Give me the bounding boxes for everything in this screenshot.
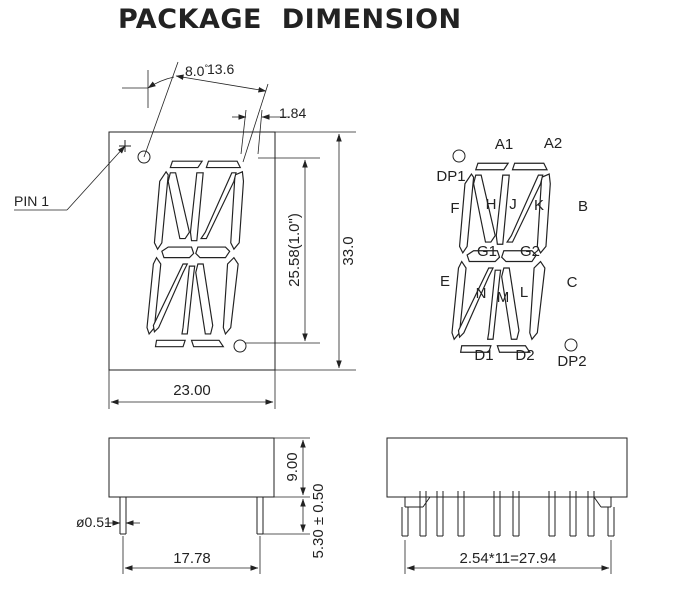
dim-13-6-line (175, 74, 267, 93)
package-outline (108, 131, 276, 371)
side-body (108, 437, 275, 498)
pin1-leader (66, 145, 126, 211)
dim-pin-length: 5.30 ± 0.50 (310, 484, 327, 559)
pin (548, 491, 556, 537)
dp2-dot (233, 339, 247, 353)
front-digit-segments (146, 160, 245, 348)
dim-pin-diameter: ø0.51 (76, 514, 112, 530)
pin (569, 491, 577, 537)
dim-segment-width: 1.84 (279, 105, 306, 121)
dim-total-height: 33.0 (340, 236, 357, 265)
side-view: 9.00 5.30 ± 0.50 ø0.51 17.78 (76, 437, 327, 574)
pin-view-body (386, 437, 628, 498)
pin (401, 507, 409, 537)
dim-top-offset: 13.6 (207, 61, 234, 77)
dim-total-width: 23.00 (173, 382, 211, 399)
pin (607, 507, 615, 537)
seg-label-e: E (440, 273, 450, 290)
seg-label-j: J (509, 196, 517, 213)
pin (419, 491, 427, 537)
pin (436, 491, 444, 537)
page-title: PACKAGE DIMENSION (118, 4, 462, 35)
segment-map: A1 A2 B C D1 D2 E F G1 G2 H J K L M N DP… (436, 135, 588, 370)
seg-label-dp2: DP2 (557, 353, 586, 370)
pin-view: 2.54*11=27.94 (386, 437, 628, 574)
angle-arc (147, 76, 175, 89)
front-view: 8.0° 13.6 1.84 PIN 1 25.58(1.0") 33.0 23… (14, 61, 357, 409)
pin (512, 491, 520, 537)
dim-digit-height: 25.58(1.0") (286, 213, 303, 287)
dim-pin-span: 2.54*11=27.94 (460, 550, 557, 567)
map-digit-segments (451, 162, 551, 353)
seg-label-g1: G1 (477, 243, 497, 260)
pin (493, 491, 501, 537)
pin (457, 491, 465, 537)
pin-view-pins (401, 491, 615, 537)
map-dp1-dot (452, 149, 466, 163)
seg-label-c: C (567, 274, 578, 291)
dp1-dot (137, 150, 151, 164)
angle-value: 8.0° (185, 63, 208, 79)
seg-label-d2: D2 (515, 347, 534, 364)
seg-label-n: N (476, 285, 487, 302)
map-dp2-dot (564, 338, 578, 352)
seg-label-a2: A2 (544, 135, 562, 152)
side-pins (119, 497, 264, 535)
seg-label-h: H (486, 196, 497, 213)
slant-extension-right (242, 83, 269, 163)
seg-label-a1: A1 (495, 136, 513, 153)
seg-label-l: L (520, 284, 528, 301)
dim-depth: 9.00 (284, 452, 301, 481)
dim-row-spacing: 17.78 (173, 550, 211, 567)
slant-extension-left (143, 61, 179, 158)
seg-label-m: M (497, 289, 510, 306)
seg-label-f: F (450, 200, 459, 217)
seg-label-dp1: DP1 (436, 168, 465, 185)
seg-label-d1: D1 (474, 347, 493, 364)
seg-label-k: K (534, 197, 544, 214)
pin (587, 491, 595, 537)
seg-label-g2: G2 (520, 243, 540, 260)
seg-label-b: B (578, 198, 588, 215)
pin1-label: PIN 1 (14, 193, 49, 209)
